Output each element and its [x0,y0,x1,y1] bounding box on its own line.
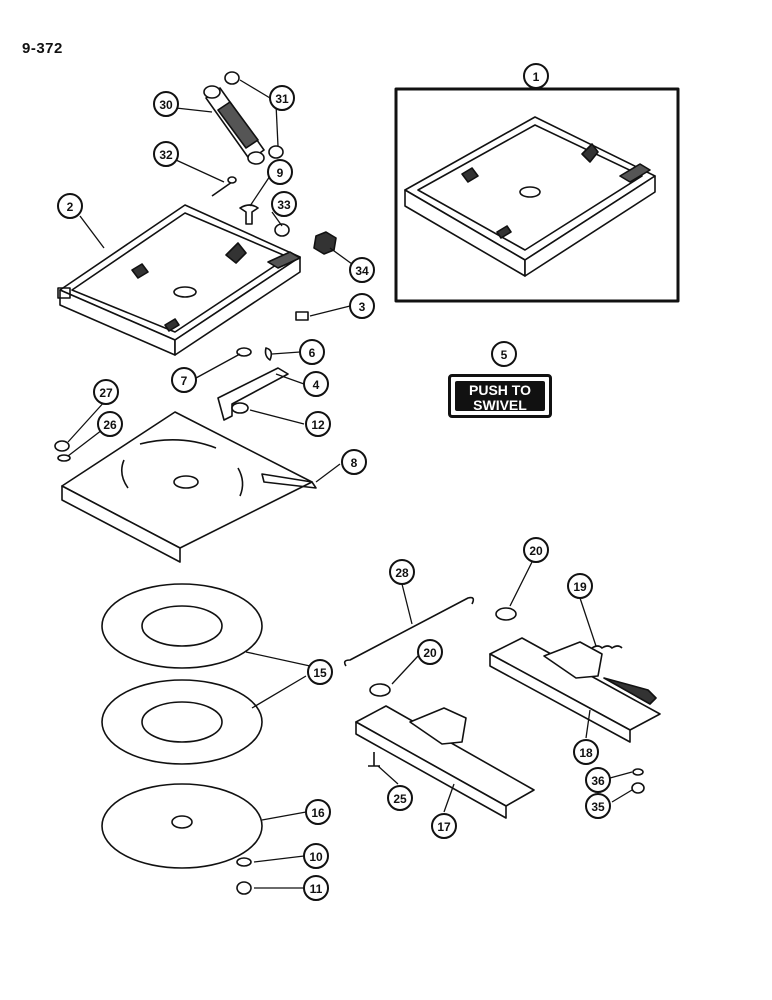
callout-label-8: 8 [351,456,358,470]
washer-10 [236,857,252,867]
callout-label-27: 27 [99,386,113,400]
callout-label-36: 36 [591,774,605,788]
callout-33 [271,191,297,217]
callout-16 [305,799,331,825]
callout-label-20a: 20 [529,544,543,558]
callout-label-3: 3 [359,300,366,314]
callout-4 [303,371,329,397]
callout-11 [303,875,329,901]
callout-19 [567,573,593,599]
callout-label-6: 6 [309,346,316,360]
callout-label-1: 1 [533,70,540,84]
callout-27 [93,379,119,405]
bolt-25 [368,752,380,767]
clip-6 [264,347,273,361]
callout-label-32: 32 [159,148,173,162]
decal-line-1: PUSH TO [469,382,531,398]
callout-32 [153,141,179,167]
callout-26 [97,411,123,437]
callout-3 [349,293,375,319]
callout-label-9: 9 [277,166,284,180]
nut-27 [54,440,70,452]
callout-label-4: 4 [313,378,320,392]
spring-19 [591,645,623,649]
nut-33 [274,223,290,237]
callout-label-2: 2 [67,200,74,214]
callout-label-15: 15 [313,666,327,680]
page-number: 9-372 [22,40,63,57]
callout-10 [303,843,329,869]
inset-frame [394,87,680,303]
callout-label-18: 18 [579,746,593,760]
callout-label-5: 5 [501,348,508,362]
seat-base-frame [57,204,301,356]
friction-disc-upper [101,583,263,669]
link-rod [343,596,475,667]
callout-15 [307,659,333,685]
washer-12 [231,402,249,414]
callout-label-20b: 20 [423,646,437,660]
slide-rail-left [355,705,535,819]
callout-label-35: 35 [591,800,605,814]
push-to-swivel-decal: PUSH TO SWIVEL [448,374,552,418]
callout-label-25: 25 [393,792,407,806]
callout-1 [523,63,549,89]
callout-6 [299,339,325,365]
decal-text: PUSH TO SWIVEL [455,381,545,413]
callout-label-31: 31 [275,92,289,106]
callout-label-34: 34 [355,264,369,278]
callout-label-28: 28 [395,566,409,580]
swivel-plate [61,411,317,563]
nut-35 [631,782,645,794]
callout-2 [57,193,83,219]
friction-disc-lower [101,679,263,765]
slide-rail-right [489,637,661,743]
callout-36 [585,767,611,793]
callout-9 [267,159,293,185]
callout-28 [389,559,415,585]
callout-17 [431,813,457,839]
latch-lever [217,367,289,421]
callout-8 [341,449,367,475]
callout-label-33: 33 [277,198,291,212]
cap-20-left [369,683,391,697]
callout-5 [491,341,517,367]
assembled-seat-base [404,116,656,277]
callout-label-17: 17 [437,820,451,834]
callout-34 [349,257,375,283]
bearing-plate [101,783,263,869]
decal-line-2: SWIVEL [473,397,527,413]
callout-label-12: 12 [311,418,325,432]
callout-label-26: 26 [103,418,117,432]
leader-lines [67,79,633,889]
callout-20a [523,537,549,563]
cap-20-right [495,607,517,621]
washer-36 [632,768,644,776]
callout-35 [585,793,611,819]
pivot-pin [239,204,259,225]
shock-absorber [203,71,284,197]
callout-18 [573,739,599,765]
washer-26 [57,454,71,462]
callout-30 [153,91,179,117]
callouts [57,63,611,901]
washer-7 [236,347,252,357]
callout-12 [305,411,331,437]
callout-label-7: 7 [181,374,188,388]
callout-31 [269,85,295,111]
callout-label-30: 30 [159,98,173,112]
callout-label-19: 19 [573,580,587,594]
callout-20b [417,639,443,665]
callout-7 [171,367,197,393]
callout-label-16: 16 [311,806,325,820]
nut-11 [236,881,252,895]
callout-label-10: 10 [309,850,323,864]
callout-25 [387,785,413,811]
callout-label-11: 11 [310,882,323,896]
pin-3 [295,311,309,321]
